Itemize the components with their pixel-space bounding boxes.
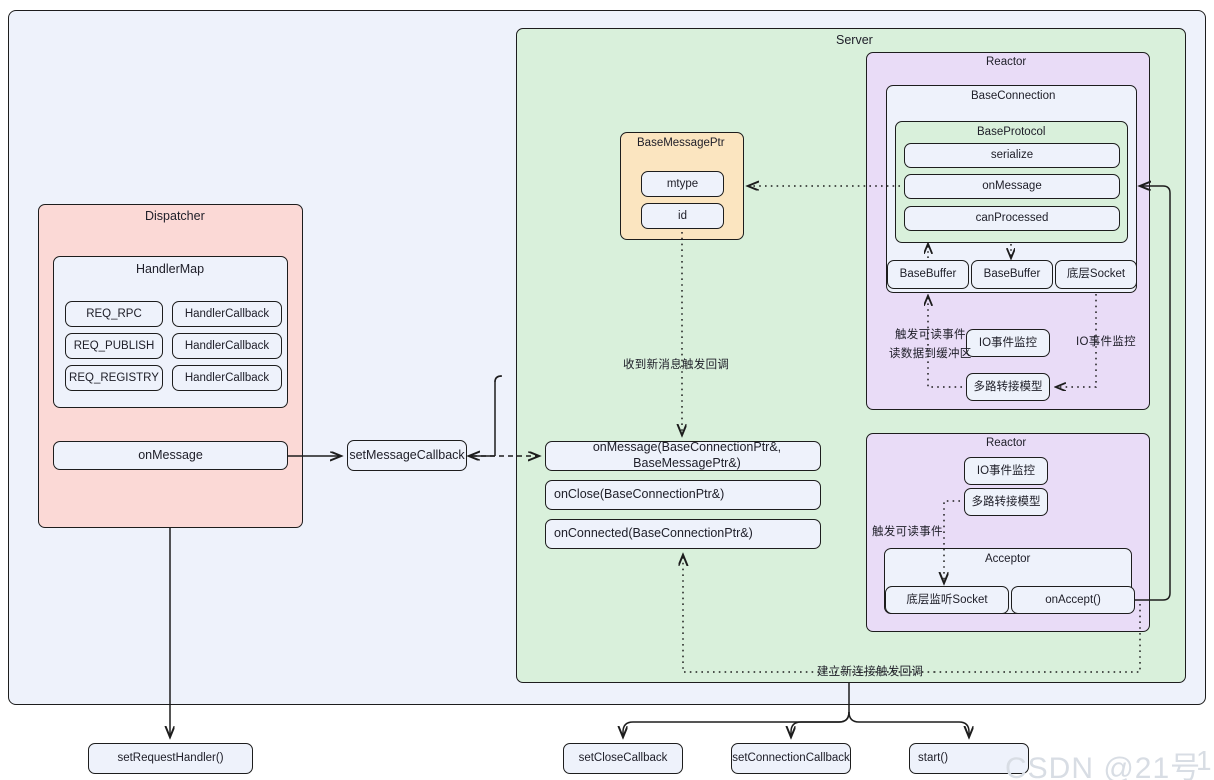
callback-onconnected-box[interactable]: onConnected(BaseConnectionPtr&) [545,519,821,549]
io-monitor-bottom-box[interactable]: IO事件监控 [964,457,1048,485]
base-protocol-title: BaseProtocol [977,126,1046,138]
multiplex-model-top-box[interactable]: 多路转接模型 [966,373,1050,401]
dispatcher-title: Dispatcher [145,209,205,223]
start-button[interactable]: start() [909,743,1029,774]
new-connection-callback-label: 建立新连接触发回调 [817,666,924,678]
base-buffer-write-box[interactable]: BaseBuffer [971,260,1053,289]
set-message-callback-box[interactable]: setMessageCallback [347,440,467,471]
set-connection-callback-button[interactable]: setConnectionCallback [731,743,851,774]
server-label: Server [836,33,873,47]
callback-onmessage-box[interactable]: onMessage(BaseConnectionPtr&, BaseMessag… [545,440,821,471]
handler-value-req-rpc[interactable]: HandlerCallback [172,301,282,327]
trigger-read-label-line2: 读数据到缓冲区 [889,348,972,360]
handler-key-req-publish[interactable]: REQ_PUBLISH [65,333,163,359]
reactor-bottom-title: Reactor [986,437,1027,449]
new-message-callback-label: 收到新消息触发回调 [623,359,730,371]
protocol-onmessage-box[interactable]: onMessage [904,174,1120,199]
set-request-handler-button[interactable]: setRequestHandler() [88,743,253,774]
watermark-text: CSDN @21号 [1005,752,1202,780]
trigger-readable-label: 触发可读事件 [872,526,943,538]
on-accept-box[interactable]: onAccept() [1011,586,1135,614]
multiplex-model-bottom-box[interactable]: 多路转接模型 [964,488,1048,516]
handler-key-req-registry[interactable]: REQ_REGISTRY [65,365,163,391]
io-monitor-top-box[interactable]: IO事件监控 [966,329,1050,357]
reactor-top-title: Reactor [986,56,1027,68]
listen-socket-box[interactable]: 底层监听Socket [885,586,1009,614]
handler-map-title: HandlerMap [136,262,205,276]
underlying-socket-box[interactable]: 底层Socket [1055,260,1137,289]
io-monitor-right-label: IO事件监控 [1076,336,1136,348]
set-close-callback-button[interactable]: setCloseCallback [563,743,683,774]
base-connection-title: BaseConnection [971,90,1056,102]
protocol-canprocessed-box[interactable]: canProcessed [904,206,1120,231]
protocol-serialize-box[interactable]: serialize [904,143,1120,168]
callback-onclose-box[interactable]: onClose(BaseConnectionPtr&) [545,480,821,510]
handler-value-req-registry[interactable]: HandlerCallback [172,365,282,391]
acceptor-title: Acceptor [985,553,1031,565]
base-buffer-read-box[interactable]: BaseBuffer [887,260,969,289]
trigger-read-label-line1: 触发可读事件 [895,329,966,341]
message-field-mtype[interactable]: mtype [641,171,724,197]
watermark-page: 1 [1196,745,1212,776]
dispatcher-onmessage-box[interactable]: onMessage [53,441,288,470]
message-field-id[interactable]: id [641,203,724,229]
handler-key-req-rpc[interactable]: REQ_RPC [65,301,163,327]
handler-value-req-publish[interactable]: HandlerCallback [172,333,282,359]
base-message-ptr-title: BaseMessagePtr [637,137,725,149]
